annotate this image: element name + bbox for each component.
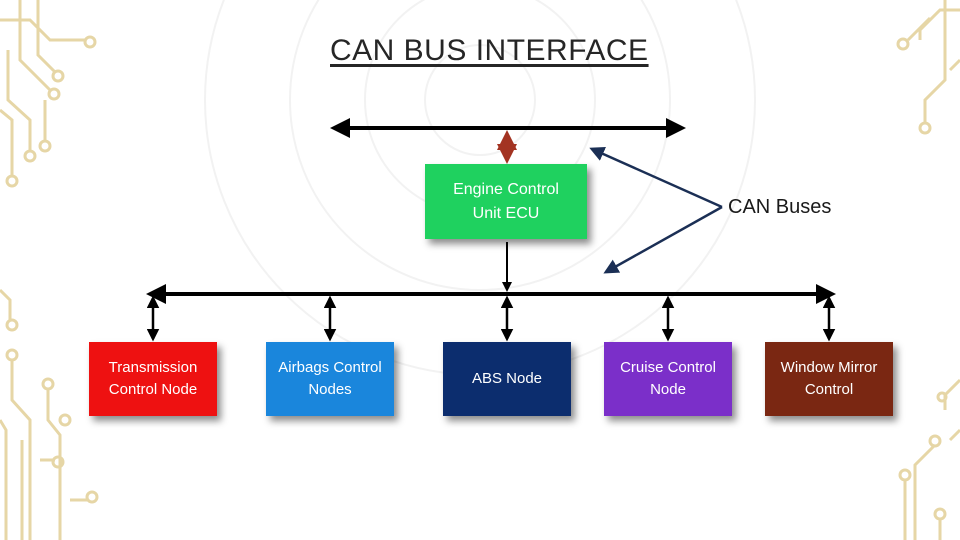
engine-control-unit-label: Engine Control Unit ECU [453, 180, 559, 222]
circuit-trace-bottom-right [898, 378, 960, 540]
slide-title: CAN BUS INTERFACE [330, 34, 649, 67]
cruise-node-box: Cruise Control Node [604, 342, 732, 416]
callout-pointer-bottom [603, 205, 723, 274]
transmission-node-label: Transmission Control Node [108, 359, 198, 398]
cruise-node-label: Cruise Control Node [620, 359, 716, 398]
abs-node-box: ABS Node [443, 342, 571, 416]
window-node-label: Window Mirror Control [780, 359, 878, 398]
circuit-trace-top-left [0, 0, 97, 188]
window-node-box: Window Mirror Control [765, 342, 893, 416]
engine-control-unit-box: Engine Control Unit ECU [425, 164, 587, 239]
circuit-trace-bottom-left [0, 288, 99, 540]
airbags-node-label: Airbags Control Nodes [278, 359, 382, 398]
airbags-node-box: Airbags Control Nodes [266, 342, 394, 416]
transmission-node-box: Transmission Control Node [89, 342, 217, 416]
can-buses-callout-label: CAN Buses [728, 196, 832, 218]
abs-node-label: ABS Node [471, 370, 543, 387]
callout-pointer-top [589, 147, 723, 209]
circuit-trace-top-right [896, 0, 960, 135]
